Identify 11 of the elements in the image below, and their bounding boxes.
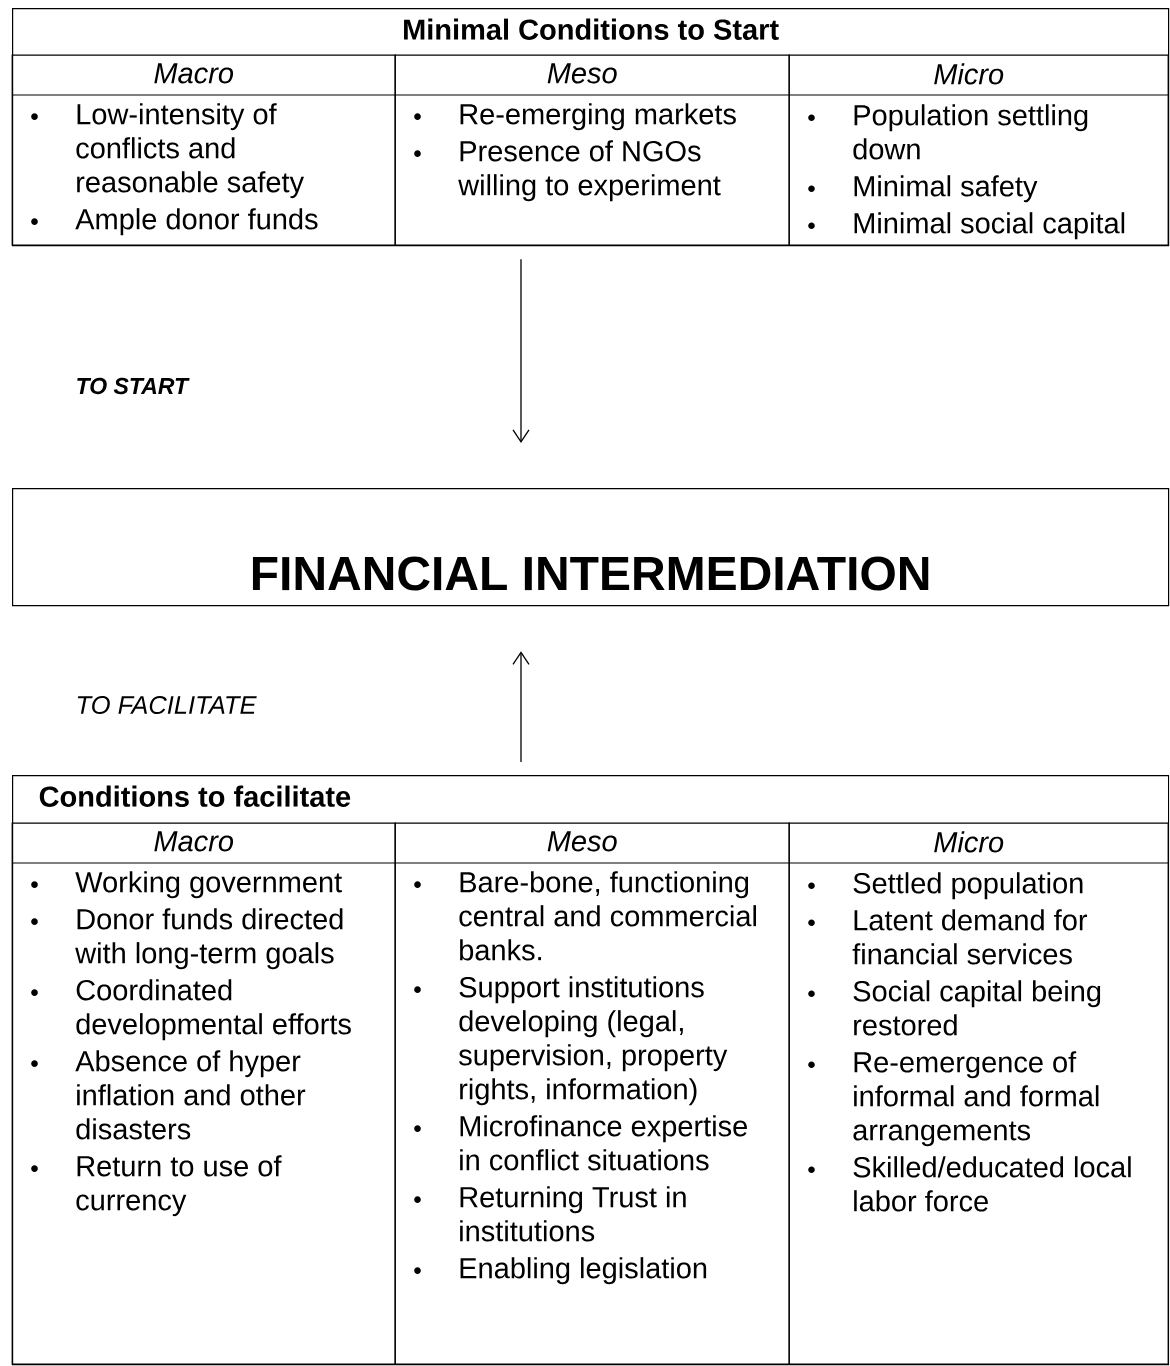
table-cell: Macro Working government Donor funds directed with long-term goals Coordinated developmental efforts Absence of hyper inflation and other disasters Return to use of currency bbox=[11, 822, 396, 1365]
arrow bbox=[512, 651, 530, 763]
table-cell: Macro Low-intensity of conflicts and reasonable safety Ample donor funds bbox=[11, 54, 396, 246]
table-cell: Meso Re-emerging markets Presence of NGOs willing to experiment bbox=[394, 54, 790, 246]
arrow bbox=[512, 258, 530, 443]
table-cell: Meso Bare-bone, functioning central and commercial banks. Support institutions developing (legal, supervision, property rights, information) Microfinance expertise in conflict situations Returning Trust in institutions Enabling legislation bbox=[394, 822, 790, 1365]
flow-label: TO START bbox=[77, 377, 190, 395]
table-cell: Micro Population settling down Minimal safety Minimal social capital bbox=[788, 54, 1169, 246]
table-cell: Micro Settled population Latent demand for financial services Social capital being restored Re-emergence of informal and formal arrangements Skilled/educated local labor force bbox=[788, 822, 1169, 1365]
title-box: FINANCIAL INTERMEDIATION bbox=[12, 488, 1170, 607]
flow-label: TO FACILITATE bbox=[77, 696, 257, 715]
